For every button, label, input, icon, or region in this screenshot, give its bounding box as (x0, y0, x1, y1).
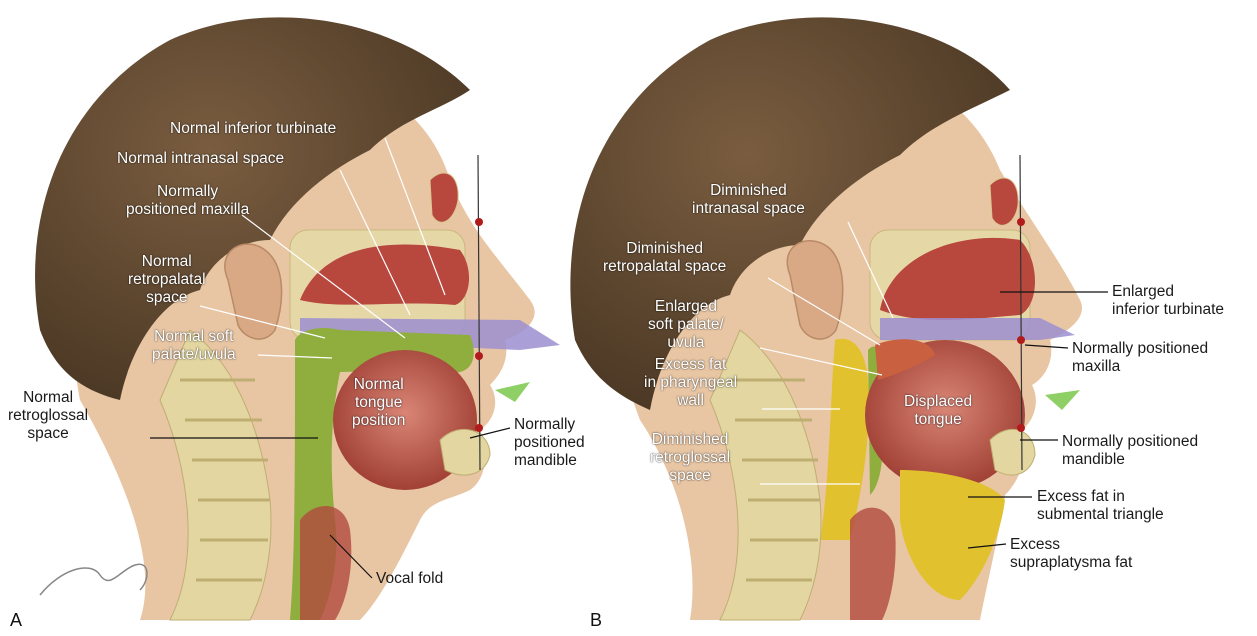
panel-a-mandible (440, 429, 490, 475)
label-a-intranasal-space: Normal intranasal space (117, 150, 284, 168)
label-a-retroglossal-space: Normal retroglossal space (8, 389, 88, 443)
label-b-retroglossal-space: Diminished retroglossal space (650, 431, 730, 485)
label-b-tongue: Displaced tongue (904, 393, 972, 429)
label-b-supraplatysma-fat: Excess supraplatysma fat (1010, 536, 1132, 572)
panel-b-mandible (990, 429, 1035, 475)
panel-a-signature (40, 564, 147, 595)
label-a-retropalatal-space: Normal retropalatal space (128, 253, 206, 307)
label-b-inferior-turbinate: Enlarged inferior turbinate (1112, 283, 1224, 319)
label-b-maxilla: Normally positioned maxilla (1072, 340, 1208, 376)
panel-b-frontal-sinus (990, 178, 1018, 225)
label-a-soft-palate: Normal soft palate/uvula (152, 328, 236, 364)
label-a-maxilla: Normally positioned maxilla (126, 183, 249, 219)
label-b-pharyngeal-fat: Excess fat in pharyngeal wall (644, 356, 737, 410)
label-a-tongue-position: Normal tongue position (352, 376, 405, 430)
label-a-mandible: Normally positioned mandible (514, 416, 585, 470)
panel-label-a: A (10, 610, 22, 631)
panel-label-b: B (590, 610, 602, 631)
label-b-submental-fat: Excess fat in submental triangle (1037, 488, 1164, 524)
panel-a-head (35, 17, 560, 620)
panel-b-nasal-airflow (880, 318, 1075, 340)
label-b-intranasal-space: Diminished intranasal space (692, 182, 805, 218)
label-b-retropalatal-space: Diminished retropalatal space (603, 240, 726, 276)
label-b-mandible: Normally positioned mandible (1062, 433, 1198, 469)
label-b-soft-palate: Enlarged soft palate/ uvula (648, 298, 724, 352)
label-a-vocal-fold: Vocal fold (376, 570, 443, 588)
label-a-inferior-turbinate: Normal inferior turbinate (170, 120, 336, 138)
